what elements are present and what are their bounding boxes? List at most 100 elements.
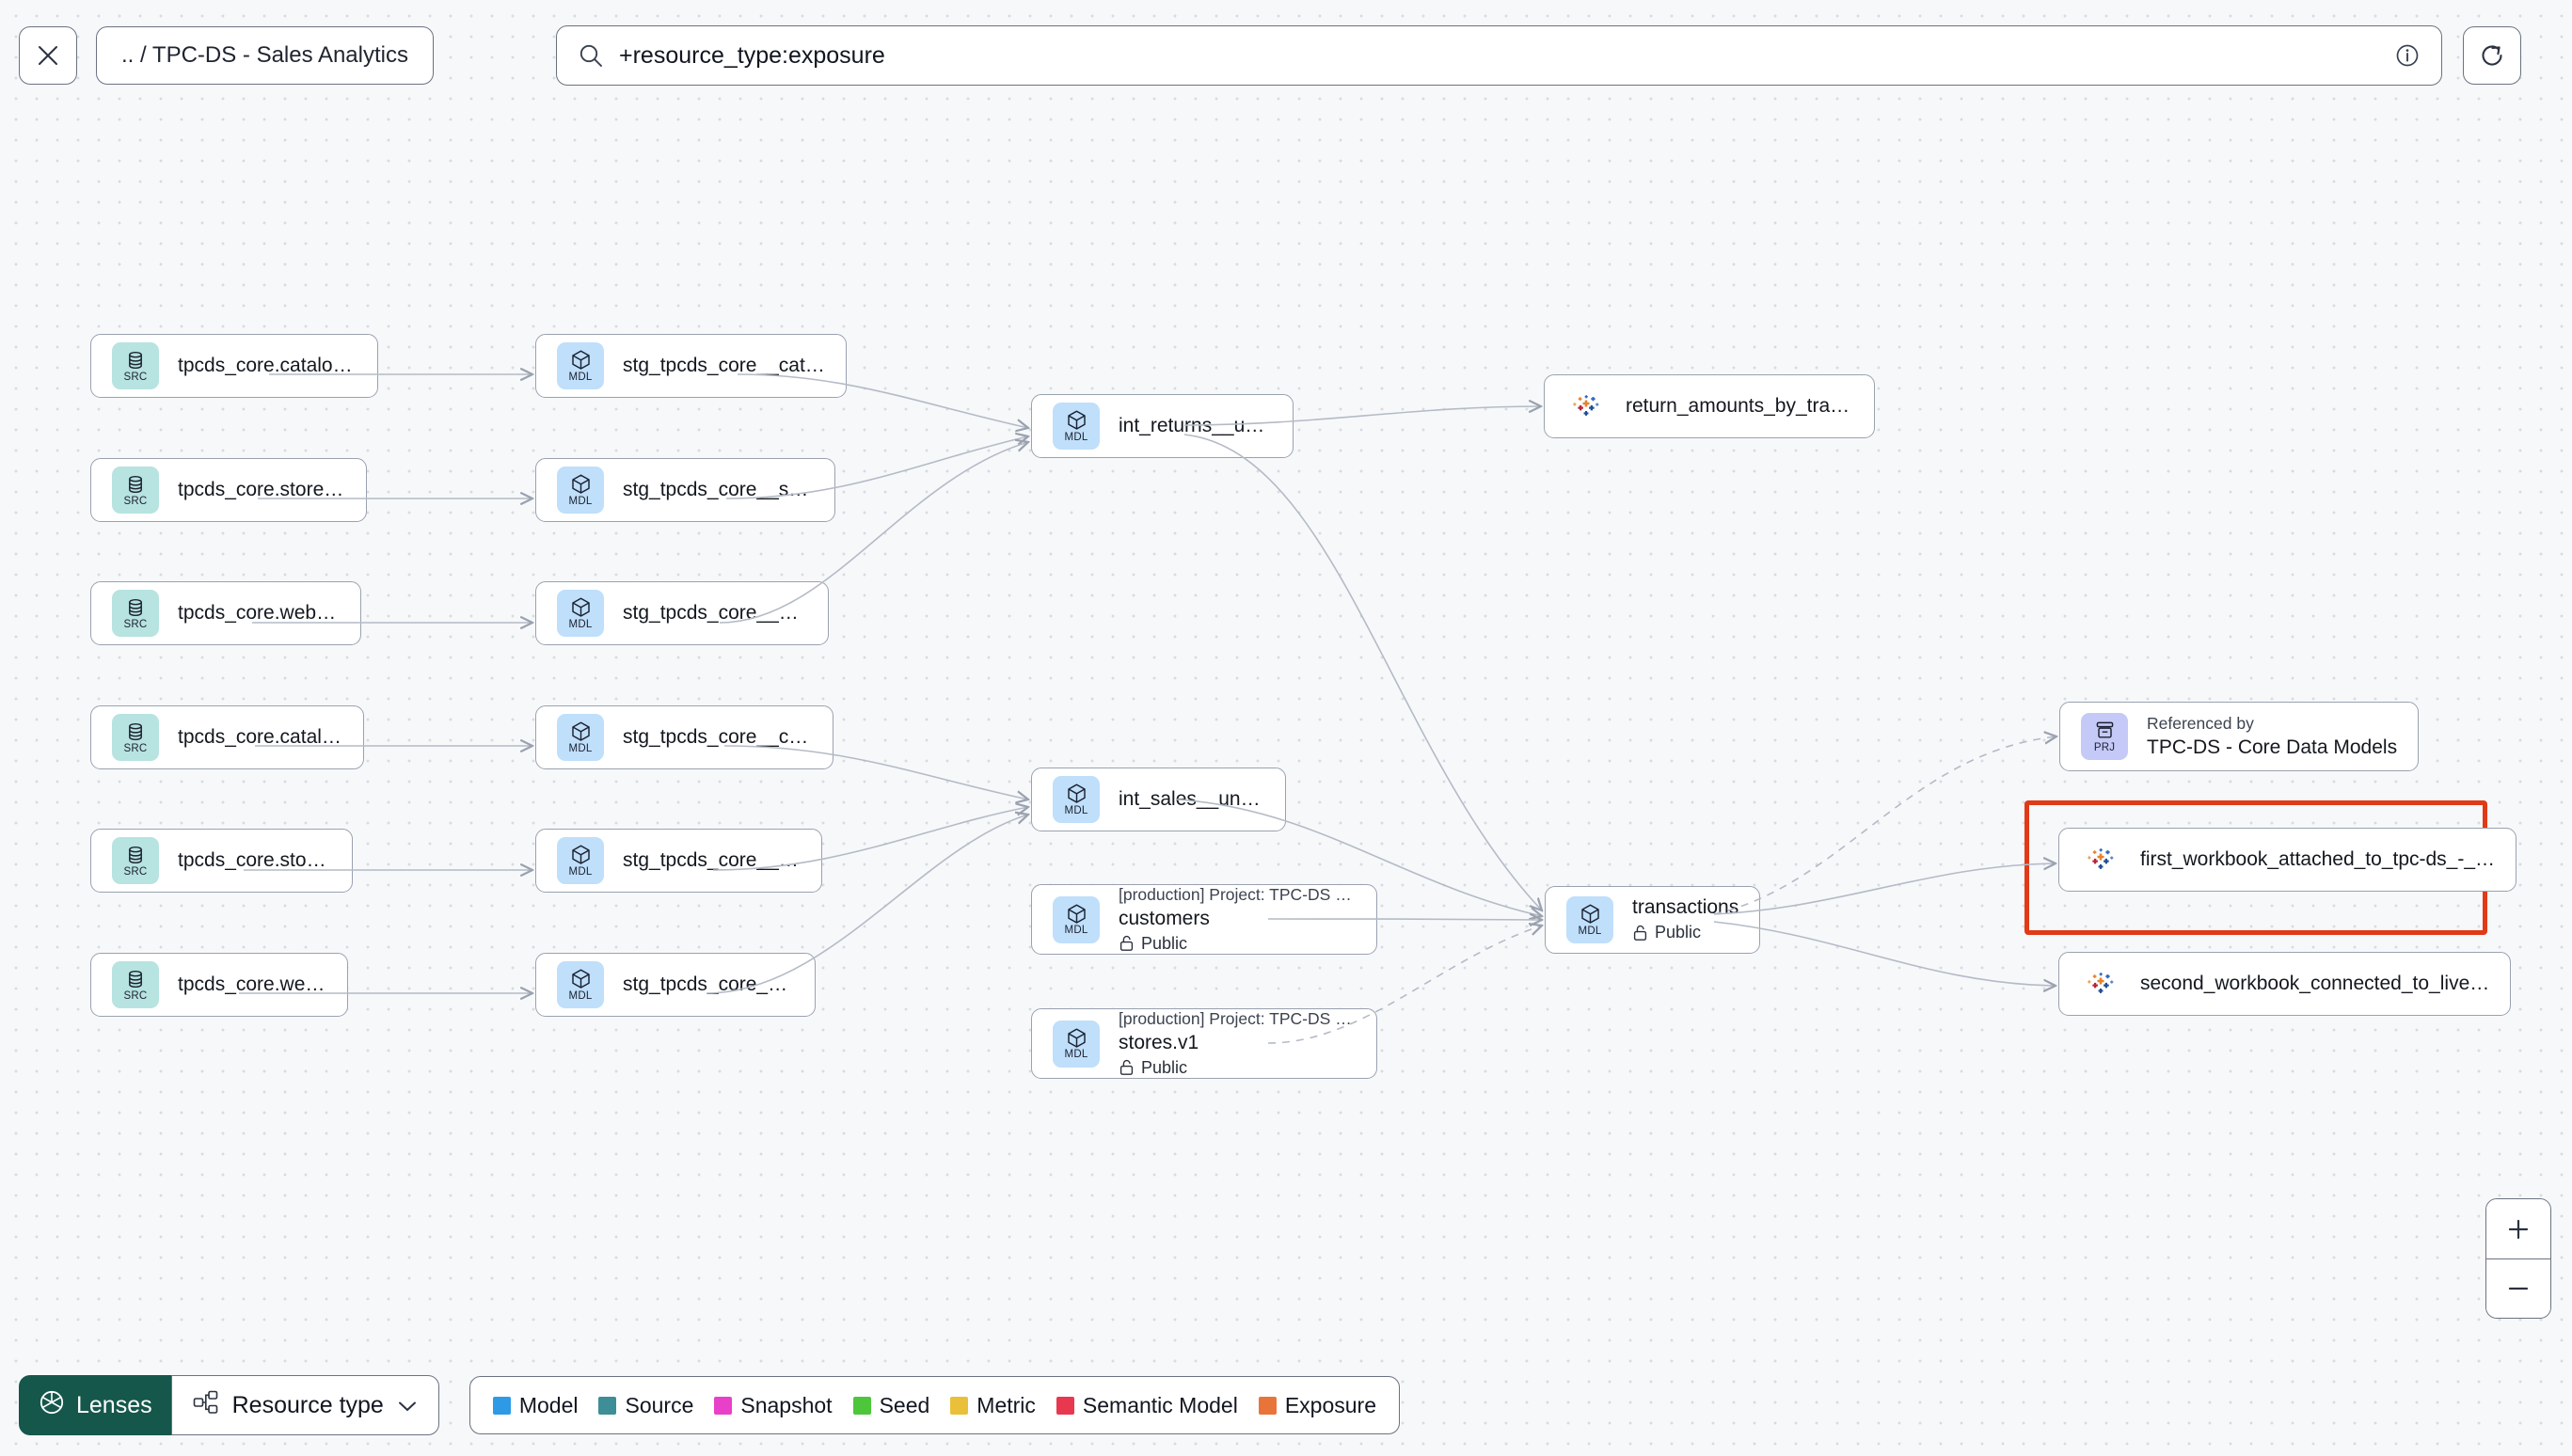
node-badge-mdl: MDL (557, 590, 604, 637)
lineage-node-mdl_stg_store_returns[interactable]: MDL stg_tpcds_core__store_returns (535, 458, 835, 522)
lineage-node-mdl_stg_catalog_sales[interactable]: MDL stg_tpcds_core__catalog_sales (535, 705, 834, 769)
legend-label: Metric (976, 1392, 1036, 1417)
zoom-out-button[interactable] (2486, 1258, 2550, 1318)
lineage-node-exp_return_amounts[interactable]: return_amounts_by_transaction_type (1544, 374, 1875, 438)
node-label: tpcds_core.web_returns (178, 601, 340, 624)
legend-item-semantic-model[interactable]: Semantic Model (1056, 1393, 1238, 1418)
legend-label: Exposure (1284, 1392, 1376, 1417)
breadcrumb-label: .. / TPC-DS - Sales Analytics (121, 42, 408, 68)
node-badge-src: SRC (112, 342, 159, 389)
database-icon (125, 597, 146, 618)
node-badge-label: SRC (123, 495, 148, 507)
resource-type-dropdown[interactable]: Resource type (170, 1375, 439, 1435)
node-badge-label: MDL (568, 495, 593, 507)
info-icon[interactable] (2394, 42, 2421, 69)
legend-item-metric[interactable]: Metric (950, 1393, 1036, 1418)
lineage-node-src_web_returns[interactable]: SRC tpcds_core.web_returns (90, 581, 361, 645)
node-label: transactions (1632, 896, 1739, 919)
legend-swatch (1258, 1396, 1277, 1415)
node-label: int_returns__unioned (1119, 414, 1272, 436)
search-input[interactable] (618, 41, 2394, 70)
legend-item-seed[interactable]: Seed (852, 1393, 929, 1418)
lineage-node-mdl_stg_web_returns[interactable]: MDL stg_tpcds_core__web_returns (535, 581, 829, 645)
chevron-down-icon (397, 1392, 418, 1419)
lineage-node-exp_first_workbook[interactable]: first_workbook_attached_to_tpc-ds_-_… (2058, 828, 2517, 892)
cube-icon (570, 969, 592, 989)
node-badge-label: SRC (123, 618, 148, 630)
node-badge-label: MDL (1578, 925, 1602, 937)
legend-item-snapshot[interactable]: Snapshot (714, 1393, 833, 1418)
lineage-node-mdl_stores_v1[interactable]: MDL[production] Project: TPC-DS - Core D… (1031, 1008, 1377, 1079)
lineage-node-src_web_sales[interactable]: SRC tpcds_core.web_sales (90, 953, 348, 1017)
lenses-button[interactable]: Lenses (19, 1375, 171, 1435)
breadcrumb[interactable]: .. / TPC-DS - Sales Analytics (96, 26, 434, 85)
refresh-button[interactable] (2462, 26, 2521, 85)
minus-icon (2506, 1276, 2531, 1301)
node-label: TPC-DS - Core Data Models (2147, 736, 2398, 758)
top-toolbar: .. / TPC-DS - Sales Analytics (0, 0, 2572, 111)
legend-item-exposure[interactable]: Exposure (1258, 1392, 1376, 1418)
lineage-node-mdl_int_sales_unioned[interactable]: MDL int_sales__unioned (1031, 768, 1286, 831)
node-labels: stg_tpcds_core__web_returns (623, 601, 807, 625)
node-label: stg_tpcds_core__web_sales (623, 973, 794, 995)
node-subtitle: Referenced by (2147, 714, 2254, 734)
lineage-node-src_catalog_returns[interactable]: SRC tpcds_core.catalog_returns (90, 334, 378, 398)
lineage-node-mdl_customers[interactable]: MDL[production] Project: TPC-DS - Core D… (1031, 884, 1377, 955)
cube-icon (570, 597, 592, 618)
node-label: tpcds_core.catalog_returns (178, 354, 357, 376)
lineage-node-mdl_int_returns_unioned[interactable]: MDL int_returns__unioned (1031, 394, 1294, 458)
node-visibility: Public (1119, 933, 1356, 955)
node-badge-label: MDL (568, 865, 593, 878)
search-bar[interactable] (555, 25, 2442, 86)
node-label: stg_tpcds_core__store_returns (623, 478, 814, 500)
node-labels: int_sales__unioned (1119, 787, 1264, 812)
node-label: stg_tpcds_core__web_returns (623, 601, 807, 624)
node-badge-label: MDL (1064, 431, 1088, 443)
node-badge-label: MDL (1064, 1049, 1088, 1060)
lenses-group: Lenses Resource type (19, 1375, 439, 1435)
cube-icon (570, 350, 592, 371)
node-badge-label: MDL (568, 989, 593, 1002)
node-label: tpcds_core.catalog_sales (178, 725, 342, 748)
nodes-icon (193, 1390, 219, 1421)
node-label: customers (1119, 907, 1210, 929)
node-labels: stg_tpcds_core__catalog_sales (623, 725, 812, 750)
archive-icon (2094, 720, 2116, 741)
node-badge-mdl: MDL (557, 342, 604, 389)
legend-swatch (714, 1396, 733, 1415)
zoom-in-button[interactable] (2486, 1199, 2550, 1258)
legend-item-source[interactable]: Source (598, 1393, 693, 1418)
legend-item-model[interactable]: Model (492, 1393, 578, 1418)
database-icon (125, 474, 146, 495)
node-badge-mdl: MDL (557, 714, 604, 761)
node-badge-mdl: MDL (1053, 776, 1100, 823)
close-button[interactable] (19, 26, 77, 85)
database-icon (125, 969, 146, 989)
node-labels: tpcds_core.catalog_returns (178, 354, 357, 378)
node-labels: first_workbook_attached_to_tpc-ds_-_… (2140, 847, 2495, 872)
node-label: tpcds_core.web_sales (178, 973, 326, 995)
cube-icon (1066, 783, 1088, 804)
cube-icon (570, 474, 592, 495)
node-labels: tpcds_core.store_sales (178, 848, 331, 873)
search-icon (578, 42, 604, 69)
node-label: stg_tpcds_core__catalog_sales (623, 725, 812, 748)
node-badge-mdl: MDL (1053, 895, 1100, 943)
lineage-node-exp_second_workbook[interactable]: second_workbook_connected_to_live… (2058, 952, 2512, 1016)
cube-icon (1066, 903, 1088, 924)
node-badge-label: SRC (123, 989, 148, 1002)
lineage-node-mdl_stg_web_sales[interactable]: MDL stg_tpcds_core__web_sales (535, 953, 816, 1017)
legend-swatch (1056, 1396, 1074, 1415)
node-labels: stg_tpcds_core__store_returns (623, 478, 814, 502)
aperture-icon (39, 1389, 65, 1422)
close-icon (36, 43, 60, 68)
